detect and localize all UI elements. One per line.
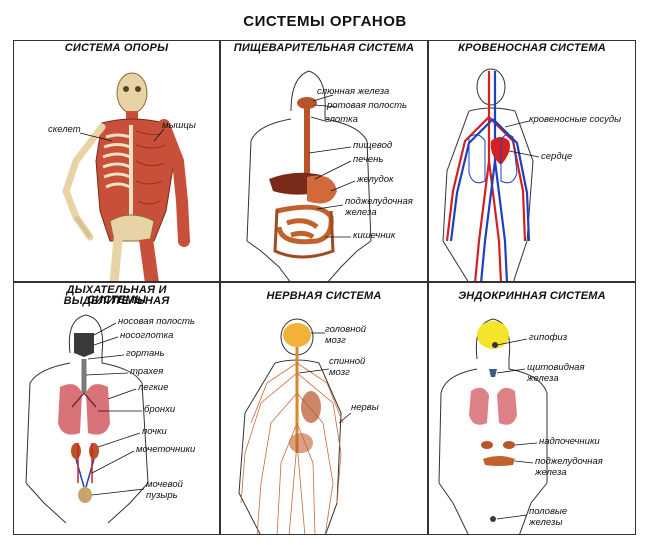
- panel-title: ЭНДОКРИННАЯ СИСТЕМА: [458, 290, 606, 302]
- panel-digestive-system: ПИЩЕВАРИТЕЛЬНАЯ СИСТЕМА: [220, 40, 428, 282]
- page-title: СИСТЕМЫ ОРГАНОВ: [243, 13, 407, 30]
- label-spinal-cord: спинной: [329, 356, 366, 367]
- label-liver: печень: [353, 154, 384, 165]
- label-esophagus: пищевод: [353, 140, 393, 151]
- panel-title: НЕРВНАЯ СИСТЕМА: [266, 290, 382, 302]
- label-pituitary: гипофиз: [529, 332, 568, 343]
- panel-nervous-system: НЕРВНАЯ СИСТЕМА: [220, 282, 428, 535]
- digestive-system-illustration: [246, 70, 372, 281]
- label-larynx: гортань: [126, 348, 165, 359]
- label-brain: головной: [325, 324, 367, 335]
- label-gonads-2: железы: [529, 517, 563, 528]
- panel-circulatory-system: КРОВЕНОСНАЯ СИСТЕМА: [428, 40, 636, 282]
- label-lungs: легкие: [138, 382, 169, 393]
- label-stomach: желудок: [357, 174, 394, 185]
- label-salivary-gland: слюнная железа: [317, 86, 390, 97]
- panel-title-line-1: ДЫХАТЕЛЬНАЯ И ВЫДЕЛИТЕЛЬНАЯ: [63, 284, 170, 307]
- label-oral-cavity: ротовая полость: [327, 100, 408, 111]
- panel-support-system: СИСТЕМА ОПОРЫ: [13, 40, 220, 282]
- label-heart: сердце: [541, 151, 573, 162]
- label-pancreas: поджелудочная: [345, 196, 413, 207]
- label-skeleton: скелет: [48, 124, 81, 135]
- label-ureters: мочеточники: [136, 444, 196, 455]
- label-nasal-cavity: носовая полость: [118, 316, 195, 327]
- label-pharynx: глотка: [325, 114, 358, 125]
- label-adrenal: надпочечники: [539, 436, 600, 447]
- label-kidneys: почки: [142, 426, 167, 437]
- label-thyroid-gland: железа: [527, 373, 559, 384]
- nervous-system-illustration: [238, 318, 352, 534]
- label-brain-2: мозг: [325, 335, 346, 346]
- label-nerves: нервы: [351, 402, 379, 413]
- panel-title: СИСТЕМА ОПОРЫ: [64, 42, 169, 54]
- label-pancreas-gland: железа: [345, 207, 377, 218]
- label-trachea: трахея: [130, 366, 164, 377]
- label-intestine: кишечник: [353, 230, 396, 241]
- label-gonads: половые: [529, 506, 568, 517]
- label-pancreas: поджелудочная: [535, 456, 603, 467]
- label-pancreas-gland: железа: [535, 467, 567, 478]
- panel-title-line-2: СИСТЕМЫ: [87, 294, 146, 306]
- label-bladder-2: пузырь: [146, 490, 178, 501]
- respiratory-excretory-illustration: [25, 314, 149, 524]
- panel-endocrine-system: ЭНДОКРИННАЯ СИСТЕМА: [428, 282, 636, 535]
- panel-title: ПИЩЕВАРИТЕЛЬНАЯ СИСТЕМА: [233, 42, 415, 54]
- label-muscles: мышцы: [162, 120, 196, 131]
- circulatory-system-illustration: [442, 68, 540, 281]
- label-bladder: мочевой: [146, 479, 183, 490]
- label-bronchi: бронхи: [144, 404, 176, 415]
- label-nasopharynx: носоглотка: [120, 330, 174, 341]
- support-system-illustration: [62, 72, 190, 281]
- label-thyroid: щитовидная: [527, 362, 585, 373]
- panel-respiratory-excretory-systems: ДЫХАТЕЛЬНАЯ И ВЫДЕЛИТЕЛЬНАЯ СИСТЕМЫ: [13, 282, 220, 535]
- label-blood-vessels: кровеносные сосуды: [529, 114, 622, 125]
- endocrine-system-illustration: [438, 318, 548, 534]
- panel-title: КРОВЕНОСНАЯ СИСТЕМА: [458, 42, 606, 54]
- label-spinal-cord-2: мозг: [329, 367, 350, 378]
